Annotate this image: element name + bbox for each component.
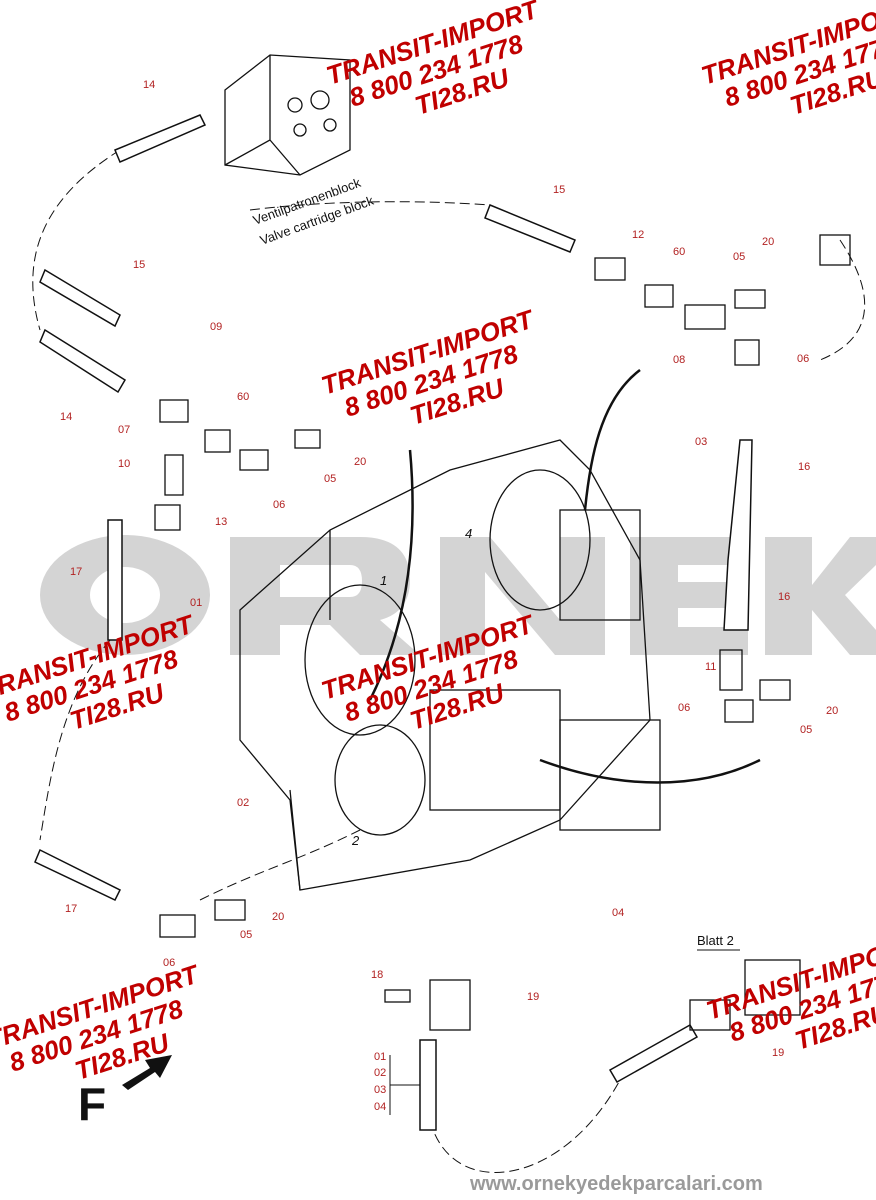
callout: 14 [60, 411, 72, 423]
callout: 20 [272, 911, 284, 923]
callout: 06 [797, 353, 809, 365]
route-line [39, 639, 111, 841]
site-watermark: www.ornekyedekparcalari.com [469, 1173, 763, 1195]
callout: 10 [118, 458, 130, 470]
direction-marker: F [78, 1078, 106, 1130]
callout: 18 [371, 969, 383, 981]
sheet-reference: Blatt 2 [697, 933, 734, 948]
pump-number-4: 4 [465, 526, 472, 541]
callout: 06 [678, 702, 690, 714]
callout: 02 [237, 797, 249, 809]
callout: 01 [374, 1051, 386, 1063]
callout: 04 [374, 1101, 386, 1113]
callout: 05 [733, 251, 745, 263]
callout: 15 [133, 259, 145, 271]
callout: 17 [65, 903, 77, 915]
callout: 13 [215, 516, 227, 528]
callout: 02 [374, 1067, 386, 1079]
route-line [199, 829, 361, 901]
callout: 19 [772, 1047, 784, 1059]
brand-watermark-logo [40, 535, 876, 655]
pump-number-1: 1 [380, 573, 387, 588]
valve-cartridge-block [224, 54, 351, 176]
pump-number-2: 2 [351, 833, 360, 848]
callout: 07 [118, 424, 130, 436]
callout: 09 [210, 321, 222, 333]
callout: 06 [163, 957, 175, 969]
callout-labels: 14 15 12 60 05 20 15 09 14 60 07 10 20 0… [60, 79, 838, 1115]
callout: 06 [273, 499, 285, 511]
callout: 12 [632, 229, 644, 241]
route-line [249, 201, 491, 211]
callout: 03 [695, 436, 707, 448]
callout: 17 [70, 566, 82, 578]
fittings [154, 234, 851, 1031]
callout: 14 [143, 79, 155, 91]
callout: 01 [190, 597, 202, 609]
route-line [429, 1079, 621, 1173]
callout: 19 [527, 991, 539, 1003]
callout: 03 [374, 1084, 386, 1096]
callout: 05 [800, 724, 812, 736]
callout: 08 [673, 354, 685, 366]
callout: 20 [826, 705, 838, 717]
callout: 15 [553, 184, 565, 196]
hoses [34, 114, 753, 1131]
callout: 04 [612, 907, 624, 919]
callout: 20 [354, 456, 366, 468]
route-line [32, 149, 121, 331]
direction-arrow-icon [122, 1055, 172, 1090]
callout: 05 [324, 473, 336, 485]
callout: 11 [705, 661, 716, 673]
callout: 20 [762, 236, 774, 248]
callout: 16 [798, 461, 810, 473]
transmission-housing [239, 369, 761, 891]
callout: 16 [778, 591, 790, 603]
callout: 60 [237, 391, 249, 403]
route-line [819, 239, 866, 361]
callout: 60 [673, 246, 685, 258]
callout: 05 [240, 929, 252, 941]
